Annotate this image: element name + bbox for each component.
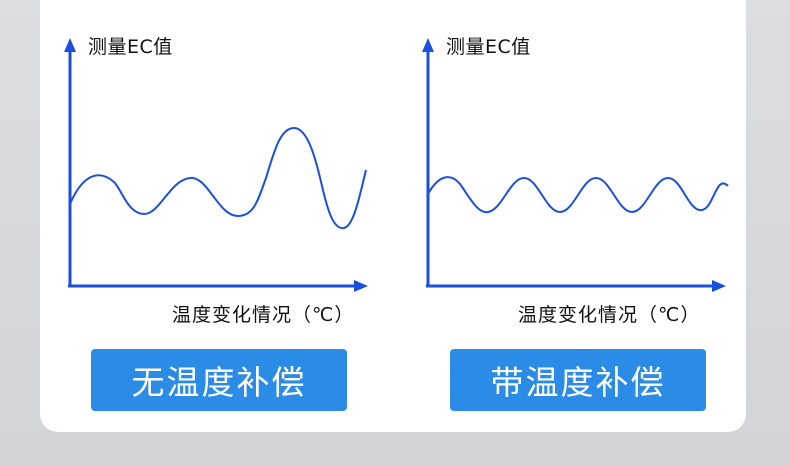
x-axis-label: 温度变化情况（℃）: [172, 304, 355, 326]
x-axis-arrow-icon: [712, 280, 726, 292]
y-axis-label: 测量EC值: [88, 36, 173, 58]
y-axis-label: 测量EC值: [446, 36, 531, 58]
chart-with-compensation: [422, 38, 729, 292]
x-axis-label: 温度变化情况（℃）: [518, 304, 701, 326]
no-compensation-button[interactable]: 无温度补偿: [91, 349, 347, 411]
x-axis-arrow-icon: [354, 280, 368, 292]
panel-with-compensation: 测量EC值 温度变化情况（℃） 带温度补偿: [398, 0, 738, 432]
y-axis-arrow-icon: [422, 38, 434, 52]
comparison-card: 测量EC值 温度变化情况（℃） 无温度补偿 测量EC值 温度变化情况（℃） 带温…: [40, 0, 746, 432]
y-axis-arrow-icon: [64, 38, 76, 52]
chart-no-compensation: [64, 38, 368, 292]
ec-curve-stable: [427, 176, 729, 214]
ec-curve-unstable: [69, 126, 367, 230]
with-compensation-button[interactable]: 带温度补偿: [450, 349, 706, 411]
panel-no-compensation: 测量EC值 温度变化情况（℃） 无温度补偿: [40, 0, 380, 432]
